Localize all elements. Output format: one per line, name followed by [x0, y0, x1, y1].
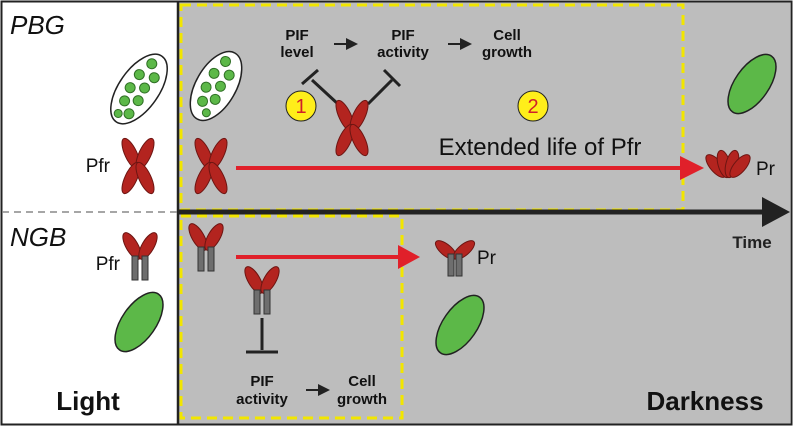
- ngb-highlight-box: [179, 214, 404, 420]
- pbg-pif-level-line1: PIF: [285, 27, 308, 44]
- ngb-cell-growth-line1: Cell: [348, 373, 376, 390]
- pbg-time-arrowhead: [680, 156, 704, 180]
- pbg-dark-cell-with-chloroplasts: [189, 50, 243, 122]
- ngb-pr-label: Pr: [477, 248, 497, 269]
- pbg-inhibit-pif-level-bar: [301, 68, 319, 86]
- badge-2: [517, 90, 549, 122]
- panel-label-pbg: PBG: [10, 10, 65, 40]
- pbg-pfr-label: Pfr: [86, 156, 111, 177]
- ngb-end-pr: [434, 240, 476, 277]
- badge-1-text: 1: [295, 96, 306, 118]
- time-axis-arrowhead: [762, 197, 790, 227]
- ngb-cell-growth-line2: growth: [337, 391, 387, 408]
- pbg-pif-activity-line2: activity: [377, 44, 429, 61]
- pbg-cell-growth-line1: Cell: [493, 27, 521, 44]
- panel-label-ngb: NGB: [10, 222, 66, 252]
- ngb-pif-activity-line2: activity: [236, 391, 288, 408]
- pbg-pr-label: Pr: [756, 159, 776, 180]
- extended-life-label: Extended life of Pfr: [439, 134, 642, 161]
- pbg-pif-activity-line1: PIF: [391, 27, 414, 44]
- badge-1: [285, 90, 317, 122]
- pbg-pif-level-line2: level: [280, 44, 313, 61]
- pbg-inhibit-pif-activity-bar: [382, 68, 402, 88]
- pbg-inhibit-pif-activity-line: [366, 78, 394, 106]
- badge-2-text: 2: [527, 96, 538, 118]
- pbg-cell-growth-line2: growth: [482, 44, 532, 61]
- ngb-time-arrowhead: [398, 245, 420, 269]
- pbg-light-cell-with-chloroplasts: [110, 53, 168, 125]
- pbg-end-pr: [705, 149, 751, 179]
- light-label: Light: [56, 386, 120, 416]
- ngb-pif-activity-line1: PIF: [250, 373, 273, 390]
- time-axis-label: Time: [732, 233, 771, 252]
- pbg-inhibit-pif-level-line: [310, 78, 340, 106]
- darkness-label: Darkness: [646, 386, 763, 416]
- ngb-pfr-label: Pfr: [96, 254, 121, 275]
